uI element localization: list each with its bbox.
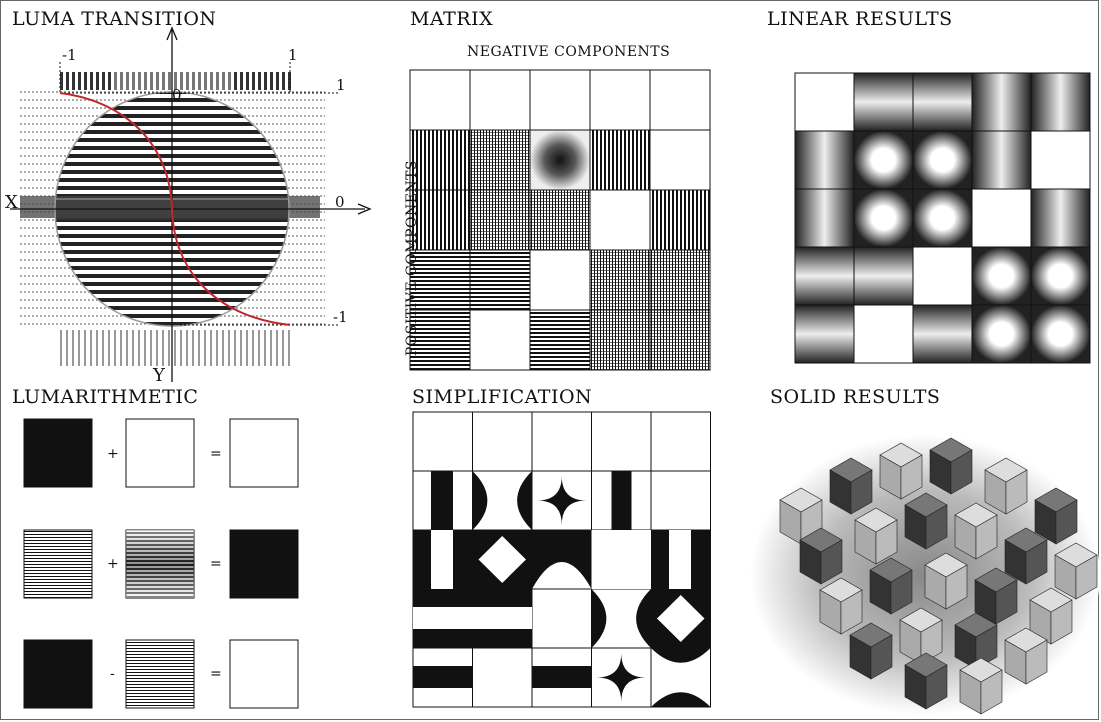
simplification-cell [651,412,711,471]
linear-cell [1031,189,1090,247]
linear-results-grid [795,73,1090,363]
simp-gap [431,530,453,589]
simplification-grid [413,412,711,707]
lumarithmetic-box [230,640,298,708]
matrix-cell [650,190,710,250]
matrix-cell [530,70,590,130]
simp-white [592,530,652,589]
linear-cell [854,247,913,305]
matrix-cell [470,310,530,370]
linear-cell [913,73,972,131]
matrix-cell-overlay [650,250,710,310]
matrix-cell-overlay [470,190,530,250]
matrix-cell [410,130,470,190]
lumarithmetic-box [230,419,298,487]
simplification-cell [473,648,533,707]
lumarithmetic-box [24,640,92,708]
matrix-cell [530,310,590,370]
matrix-cell [410,310,470,370]
simplification-cell [592,412,652,471]
lumarithmetic-box [24,419,92,487]
op-eq-1: = [210,446,222,462]
linear-cell [795,73,854,131]
simp-bar-h [413,666,473,688]
op-eq-2: = [210,556,222,572]
simp-gap [473,607,533,629]
linear-cell [972,247,1031,305]
simplification-cell [473,412,533,471]
matrix-cell [410,250,470,310]
lumarithmetic-box-overlay [126,530,194,598]
matrix-cell-overlay [530,190,590,250]
lumarithmetic-box [24,530,92,598]
matrix-cell-overlay [590,250,650,310]
simplification-cell [532,589,592,648]
matrix-cell [410,190,470,250]
simplification-cell [532,412,592,471]
linear-cell [854,73,913,131]
simp-gap [669,530,691,589]
linear-cell [972,73,1031,131]
simp-bar [431,471,453,530]
matrix-cell-overlay [590,310,650,370]
linear-cell [913,305,972,363]
simp-gap [413,607,473,629]
linear-cell [972,131,1031,189]
linear-cell [854,305,913,363]
matrix-cell-overlay [650,310,710,370]
lumarithmetic-box [126,640,194,708]
matrix-cell [590,190,650,250]
matrix-cell [470,70,530,130]
lumarithmetic-box [230,530,298,598]
matrix-cell [410,70,470,130]
op-eq-3: = [210,666,222,682]
op-minus-3: - [110,666,115,682]
matrix-cell-overlay [470,130,530,190]
matrix-cell [530,250,590,310]
linear-cell [1031,247,1090,305]
matrix-cell [590,70,650,130]
lumarithmetic-boxes [24,419,298,708]
linear-cell [913,247,972,305]
linear-cell [795,247,854,305]
linear-cell [854,189,913,247]
simplification-cell [651,471,711,530]
solid-results-illustration [750,435,1100,715]
linear-cell [913,189,972,247]
simp-bar [612,471,632,530]
matrix-cell [470,250,530,310]
linear-cell [795,131,854,189]
linear-cell [795,305,854,363]
matrix-cell [530,130,590,190]
simplification-cell [413,412,473,471]
linear-cell [1031,73,1090,131]
linear-cell [795,189,854,247]
linear-cell [1031,131,1090,189]
linear-cell [972,305,1031,363]
linear-cell [972,189,1031,247]
linear-cell [1031,305,1090,363]
linear-cell [854,131,913,189]
matrix-cell [650,70,710,130]
op-plus-2: + [107,556,119,572]
simp-bar-h [532,666,592,688]
op-plus-1: + [107,446,119,462]
lumarithmetic-box [126,419,194,487]
matrix-cell [650,130,710,190]
linear-cell [913,131,972,189]
matrix-grid [410,70,710,370]
matrix-cell [590,130,650,190]
